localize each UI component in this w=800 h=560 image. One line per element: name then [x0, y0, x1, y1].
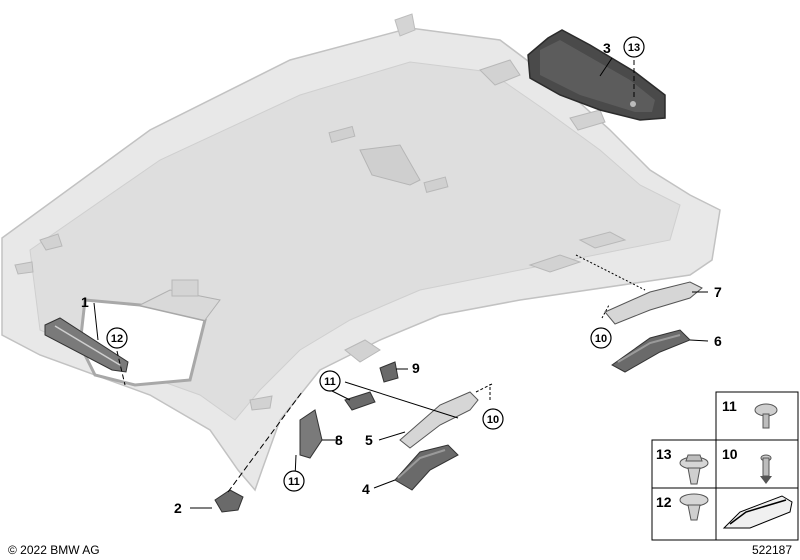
part-8-bracket: [299, 409, 323, 459]
headliner-rear-lip: [394, 13, 416, 37]
callout-1: 1: [81, 294, 89, 310]
callout-5: 5: [365, 432, 373, 448]
parts-table-cell-10: 10: [722, 446, 772, 484]
callout-7: 7: [714, 284, 722, 300]
circled-callouts: 13 12 11 11 10 10: [106, 36, 645, 492]
svg-text:12: 12: [111, 333, 123, 345]
svg-text:13: 13: [628, 42, 640, 54]
assortment-arrow-icon: [722, 495, 793, 529]
callout-3: 3: [603, 40, 611, 56]
callout-8: 8: [335, 432, 343, 448]
part-5-bracket: [399, 391, 479, 449]
rivet-10-icon: [760, 454, 772, 484]
part-1-rail: [44, 317, 129, 373]
leader-lines: [93, 57, 709, 509]
parts-table-cell-12: 12: [656, 493, 709, 521]
callout-2: 2: [174, 500, 182, 516]
parts-table-cell-symbol: [722, 495, 793, 529]
parts-table-cell-13: 13: [656, 446, 709, 485]
parts-table-cell-11: 11: [722, 398, 778, 429]
headliner-illustration: [1, 13, 721, 492]
circled-callout-12: 12: [106, 327, 128, 349]
clip-12-icon: [679, 493, 709, 521]
part-9-clip: [379, 361, 399, 383]
svg-text:12: 12: [656, 494, 672, 510]
callout-labels: 1 2 3 4 5 6 7 8 9: [81, 40, 722, 516]
screw-11-icon: [754, 403, 778, 429]
parts-table: 11 13 10 12: [651, 391, 799, 541]
part-4-handle: [394, 444, 459, 491]
part-6-handle: [611, 329, 691, 373]
svg-text:11: 11: [324, 376, 336, 388]
svg-text:10: 10: [595, 333, 607, 345]
clip-13-icon: [679, 454, 709, 485]
svg-text:10: 10: [722, 446, 738, 462]
part-11-bracket: [344, 391, 376, 411]
callout-9: 9: [412, 360, 420, 376]
diagram-number: 522187: [752, 543, 792, 557]
circled-callout-13: 13: [623, 36, 645, 58]
part-2-clip: [214, 489, 244, 513]
part-7-bracket: [604, 281, 703, 325]
copyright-text: © 2022 BMW AG: [8, 543, 100, 557]
part-3-trim-panel: [527, 29, 666, 121]
svg-text:13: 13: [656, 446, 672, 462]
callout-6: 6: [714, 333, 722, 349]
svg-text:11: 11: [288, 476, 300, 488]
headliner-light-opening: [359, 144, 421, 186]
circled-callout-10-center: 10: [482, 408, 504, 430]
circled-callout-11-upper: 11: [319, 370, 341, 392]
circled-callout-11-lower: 11: [283, 470, 305, 492]
circled-callout-10-right: 10: [590, 327, 612, 349]
callout-4: 4: [362, 481, 370, 497]
svg-text:11: 11: [722, 398, 737, 414]
svg-text:10: 10: [487, 414, 499, 426]
